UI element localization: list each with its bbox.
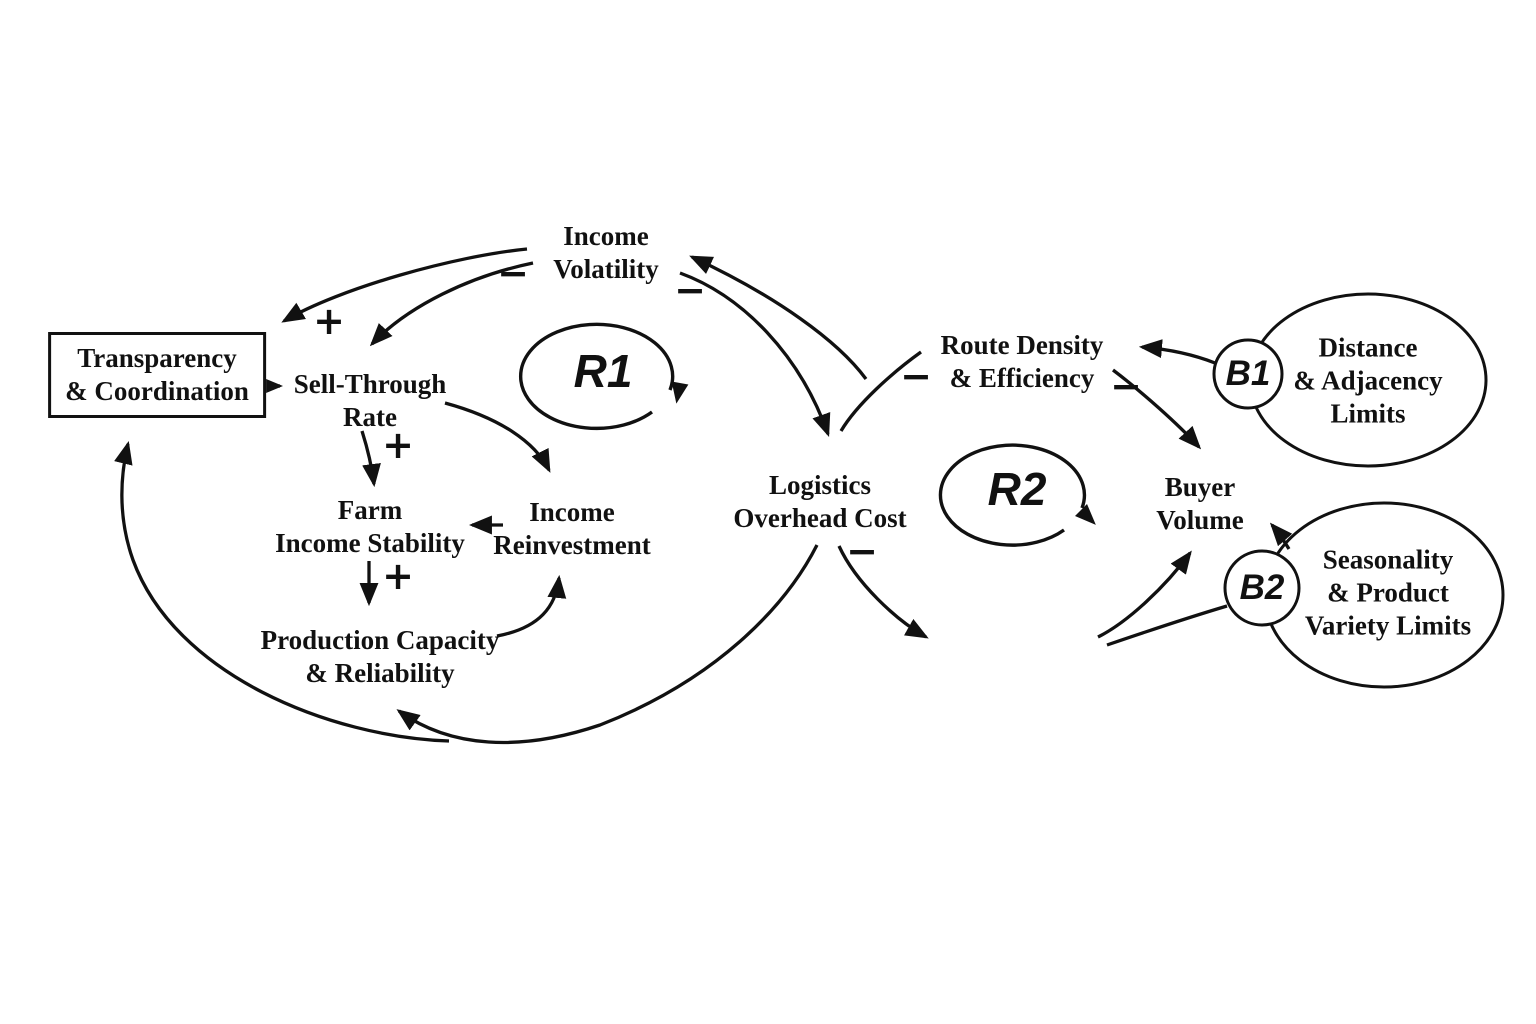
node-line: Income <box>563 221 649 251</box>
node-sell-through-rate: Sell-Through Rate <box>294 368 447 434</box>
node-line: Farm <box>337 495 403 525</box>
node-buyer-volume: Buyer Volume <box>1156 471 1244 537</box>
node-line: Volatility <box>553 254 659 284</box>
node-line: Variety Limits <box>1304 610 1472 641</box>
arrow-income-volatility-to-transparency <box>281 247 528 323</box>
polarity-sign-minus: − <box>900 354 932 398</box>
node-line: Seasonality <box>1322 544 1454 575</box>
node-route-density-efficiency: Route Density & Efficiency <box>941 329 1104 395</box>
node-line: Volume <box>1156 505 1244 535</box>
node-seasonality-variety-limits: Seasonality & Product Variety Limits <box>1305 544 1471 643</box>
b1-badge-circle <box>1212 338 1284 410</box>
node-line: Production Capacity <box>260 625 500 655</box>
node-line: Reinvestment <box>493 530 651 560</box>
node-line: Transparency <box>77 343 237 373</box>
node-line: Rate <box>343 402 397 432</box>
arrow-b2-tail-link <box>1106 604 1228 647</box>
polarity-sign-plus: + <box>313 299 345 343</box>
polarity-sign-minus: − <box>497 251 529 295</box>
node-line: & Adjacency <box>1293 365 1443 396</box>
loop-arc-r1-arrowhead-icon <box>671 381 689 404</box>
node-transparency-coordination: Transparency & Coordination <box>48 332 266 418</box>
node-line: Route Density <box>940 330 1104 360</box>
node-farm-income-stability: Farm Income Stability <box>275 494 465 560</box>
node-line: Sell-Through <box>293 369 447 399</box>
arrow-income-volatility-to-logistics <box>679 271 831 437</box>
arrow-logistics-to-production <box>396 544 819 745</box>
arrow-production-to-transparency <box>114 440 450 743</box>
node-line: & Efficiency <box>949 363 1095 393</box>
polarity-sign-plus: + <box>382 554 414 598</box>
node-income-volatility: Income Volatility <box>553 220 659 286</box>
node-line: Logistics <box>768 470 872 500</box>
arrow-production-to-reinvestment <box>496 574 567 638</box>
polarity-sign-minus: − <box>674 268 706 312</box>
polarity-sign-plus: + <box>382 423 414 467</box>
loop-arc-r2-arrowhead-icon <box>1074 503 1096 525</box>
arrow-b1-to-route-density <box>1138 339 1216 365</box>
node-line: Overhead Cost <box>733 503 907 533</box>
node-line: Limits <box>1330 398 1406 429</box>
loop-label-b2: B2 <box>1239 568 1285 607</box>
loop-arc-r1 <box>518 322 675 431</box>
loop-label-r1: R1 <box>573 345 633 397</box>
arrow-b2-to-buyer-volume <box>1269 522 1293 550</box>
arrow-logistics-to-buyer-volume-segment1 <box>837 545 929 639</box>
arrow-sell-through-to-reinvestment <box>444 401 551 473</box>
arrow-logistics-to-income-volatility <box>689 255 868 380</box>
loop-label-r2: R2 <box>987 463 1047 515</box>
node-line: & Reliability <box>305 658 455 688</box>
node-line: Income <box>529 497 615 527</box>
polarity-sign-minus: − <box>1110 364 1142 408</box>
node-logistics-overhead-cost: Logistics Overhead Cost <box>733 469 906 535</box>
loop-arc-r2 <box>938 443 1087 547</box>
node-line: & Coordination <box>65 376 249 406</box>
node-line: Distance <box>1318 332 1418 363</box>
polarity-sign-minus: − <box>846 529 878 573</box>
node-line: Buyer <box>1164 472 1236 502</box>
loop-label-b1: B1 <box>1225 354 1271 393</box>
b2-badge-circle <box>1223 549 1301 627</box>
node-distance-adjacency-limits: Distance & Adjacency Limits <box>1293 332 1442 431</box>
arrow-logistics-to-buyer-volume-segment2 <box>1097 550 1192 639</box>
arrow-income-volatility-to-sell-through <box>369 261 534 347</box>
arrow-route-density-to-logistics <box>839 350 922 432</box>
arrow-route-density-to-buyer-volume <box>1112 368 1202 450</box>
arrow-sell-through-to-farm-income <box>360 430 381 488</box>
node-production-capacity: Production Capacity & Reliability <box>261 624 500 690</box>
node-line: & Product <box>1327 577 1449 608</box>
node-income-reinvestment: Income Reinvestment <box>493 496 650 562</box>
node-line: Income Stability <box>275 528 465 558</box>
